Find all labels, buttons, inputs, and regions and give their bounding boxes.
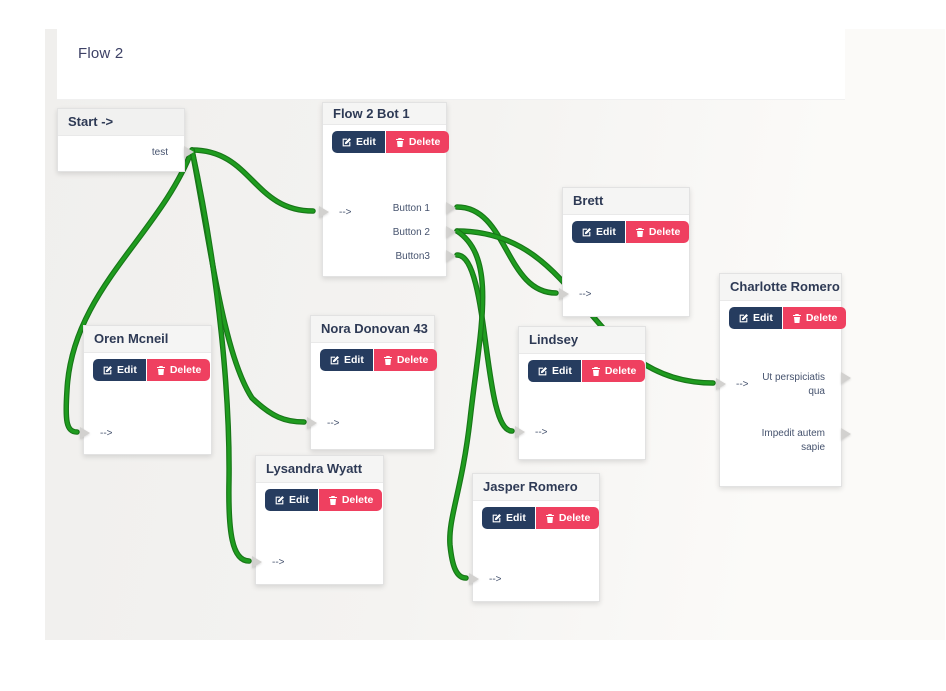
- node-oren-mcneil[interactable]: Oren Mcneil Edit Delete -->: [80, 325, 212, 455]
- input-port[interactable]: -->: [319, 205, 352, 219]
- connection-flow2bot1.button2-to-jasper.in[interactable]: [448, 229, 485, 580]
- trash-icon: [591, 366, 600, 376]
- delete-button[interactable]: Delete: [581, 360, 646, 382]
- output-port-button3[interactable]: Button3: [323, 249, 456, 263]
- delete-button[interactable]: Delete: [385, 131, 450, 153]
- input-connector-icon[interactable]: [252, 556, 262, 568]
- edit-button[interactable]: Edit: [572, 221, 625, 243]
- output-connector-icon[interactable]: [446, 250, 456, 262]
- connection-flow2bot1.button3-to-lindsey.in[interactable]: [455, 253, 514, 433]
- node-title: Brett: [563, 188, 689, 215]
- trash-icon: [792, 313, 801, 323]
- input-connector-icon[interactable]: [319, 206, 329, 218]
- input-connector-icon[interactable]: [515, 426, 525, 438]
- edit-pencil-icon: [739, 313, 749, 322]
- input-port[interactable]: -->: [80, 426, 113, 440]
- connection-start.test-to-oren.in[interactable]: [64, 148, 194, 434]
- node-lindsey[interactable]: Lindsey Edit Delete -->: [515, 326, 646, 460]
- node-title: Lindsey: [519, 327, 645, 354]
- output-connector-icon[interactable]: [184, 146, 194, 158]
- output-port-button1[interactable]: Button 1: [323, 201, 456, 215]
- input-connector-icon[interactable]: [307, 417, 317, 429]
- edit-button[interactable]: Edit: [729, 307, 782, 329]
- node-title: Flow 2 Bot 1: [323, 103, 446, 125]
- output-connector-icon[interactable]: [446, 202, 456, 214]
- trash-icon: [395, 137, 404, 147]
- edit-button[interactable]: Edit: [528, 360, 581, 382]
- input-port-label: -->: [339, 206, 352, 218]
- trash-icon: [156, 365, 165, 375]
- input-port[interactable]: -->: [716, 377, 749, 391]
- trash-icon: [635, 227, 644, 237]
- edit-pencil-icon: [538, 366, 548, 375]
- node-title: Charlotte Romero: [720, 274, 841, 301]
- edit-button[interactable]: Edit: [93, 359, 146, 381]
- edit-pencil-icon: [492, 513, 502, 522]
- edit-button[interactable]: Edit: [265, 489, 318, 511]
- trash-icon: [383, 355, 392, 365]
- node-title: Nora Donovan 43: [311, 316, 434, 343]
- edit-pencil-icon: [330, 355, 340, 364]
- output-port-button2[interactable]: Button 2: [323, 225, 456, 239]
- output-connector-icon[interactable]: [841, 428, 851, 440]
- input-port[interactable]: -->: [307, 416, 340, 430]
- edit-button[interactable]: Edit: [332, 131, 385, 153]
- delete-button[interactable]: Delete: [373, 349, 438, 371]
- output-port-impedit[interactable]: Impedit autem sapie: [720, 427, 851, 455]
- input-port[interactable]: -->: [252, 555, 285, 569]
- connection-start.test-to-lysandra.in[interactable]: [190, 148, 251, 563]
- delete-button[interactable]: Delete: [318, 489, 383, 511]
- edit-pencil-icon: [342, 137, 352, 146]
- output-port-label: test: [151, 146, 168, 158]
- output-connector-icon[interactable]: [841, 372, 851, 384]
- delete-button[interactable]: Delete: [782, 307, 847, 329]
- input-port[interactable]: -->: [559, 287, 592, 301]
- node-flow2bot1[interactable]: Flow 2 Bot 1 Edit Delete --> Button 1 Bu…: [319, 102, 456, 277]
- output-port-ut-perspiciatis[interactable]: Ut perspiciatis qua: [720, 371, 851, 399]
- node-jasper-romero[interactable]: Jasper Romero Edit Delete -->: [469, 473, 600, 602]
- delete-button[interactable]: Delete: [146, 359, 211, 381]
- trash-icon: [328, 495, 337, 505]
- input-port[interactable]: -->: [515, 425, 548, 439]
- input-connector-icon[interactable]: [469, 573, 479, 585]
- output-connector-icon[interactable]: [446, 226, 456, 238]
- delete-button[interactable]: Delete: [535, 507, 600, 529]
- edit-button[interactable]: Edit: [320, 349, 373, 371]
- edit-pencil-icon: [275, 495, 285, 504]
- edit-pencil-icon: [103, 365, 113, 374]
- edit-button[interactable]: Edit: [482, 507, 535, 529]
- edit-pencil-icon: [582, 227, 592, 236]
- input-connector-icon[interactable]: [80, 427, 90, 439]
- node-brett[interactable]: Brett Edit Delete -->: [559, 187, 690, 317]
- node-start[interactable]: Start -> test: [57, 108, 194, 172]
- input-connector-icon[interactable]: [559, 288, 569, 300]
- output-port-test[interactable]: test: [58, 145, 194, 159]
- node-nora-donovan[interactable]: Nora Donovan 43 Edit Delete -->: [307, 315, 438, 450]
- delete-button[interactable]: Delete: [625, 221, 690, 243]
- node-charlotte-romero[interactable]: Charlotte Romero Edit Delete --> Ut pers…: [716, 273, 851, 487]
- flow-title-bar: Flow 2: [57, 29, 845, 100]
- input-port[interactable]: -->: [469, 572, 502, 586]
- flow-title: Flow 2: [78, 45, 124, 62]
- connection-start.test-to-flow2bot1.in[interactable]: [190, 148, 315, 213]
- connection-flow2bot1.button1-to-brett.in[interactable]: [455, 205, 558, 295]
- node-title: Oren Mcneil: [84, 326, 211, 353]
- trash-icon: [545, 513, 554, 523]
- node-lysandra-wyatt[interactable]: Lysandra Wyatt Edit Delete -->: [252, 455, 384, 585]
- node-title: Jasper Romero: [473, 474, 599, 501]
- input-connector-icon[interactable]: [716, 378, 726, 390]
- node-title: Lysandra Wyatt: [256, 456, 383, 483]
- node-title: Start ->: [58, 109, 184, 136]
